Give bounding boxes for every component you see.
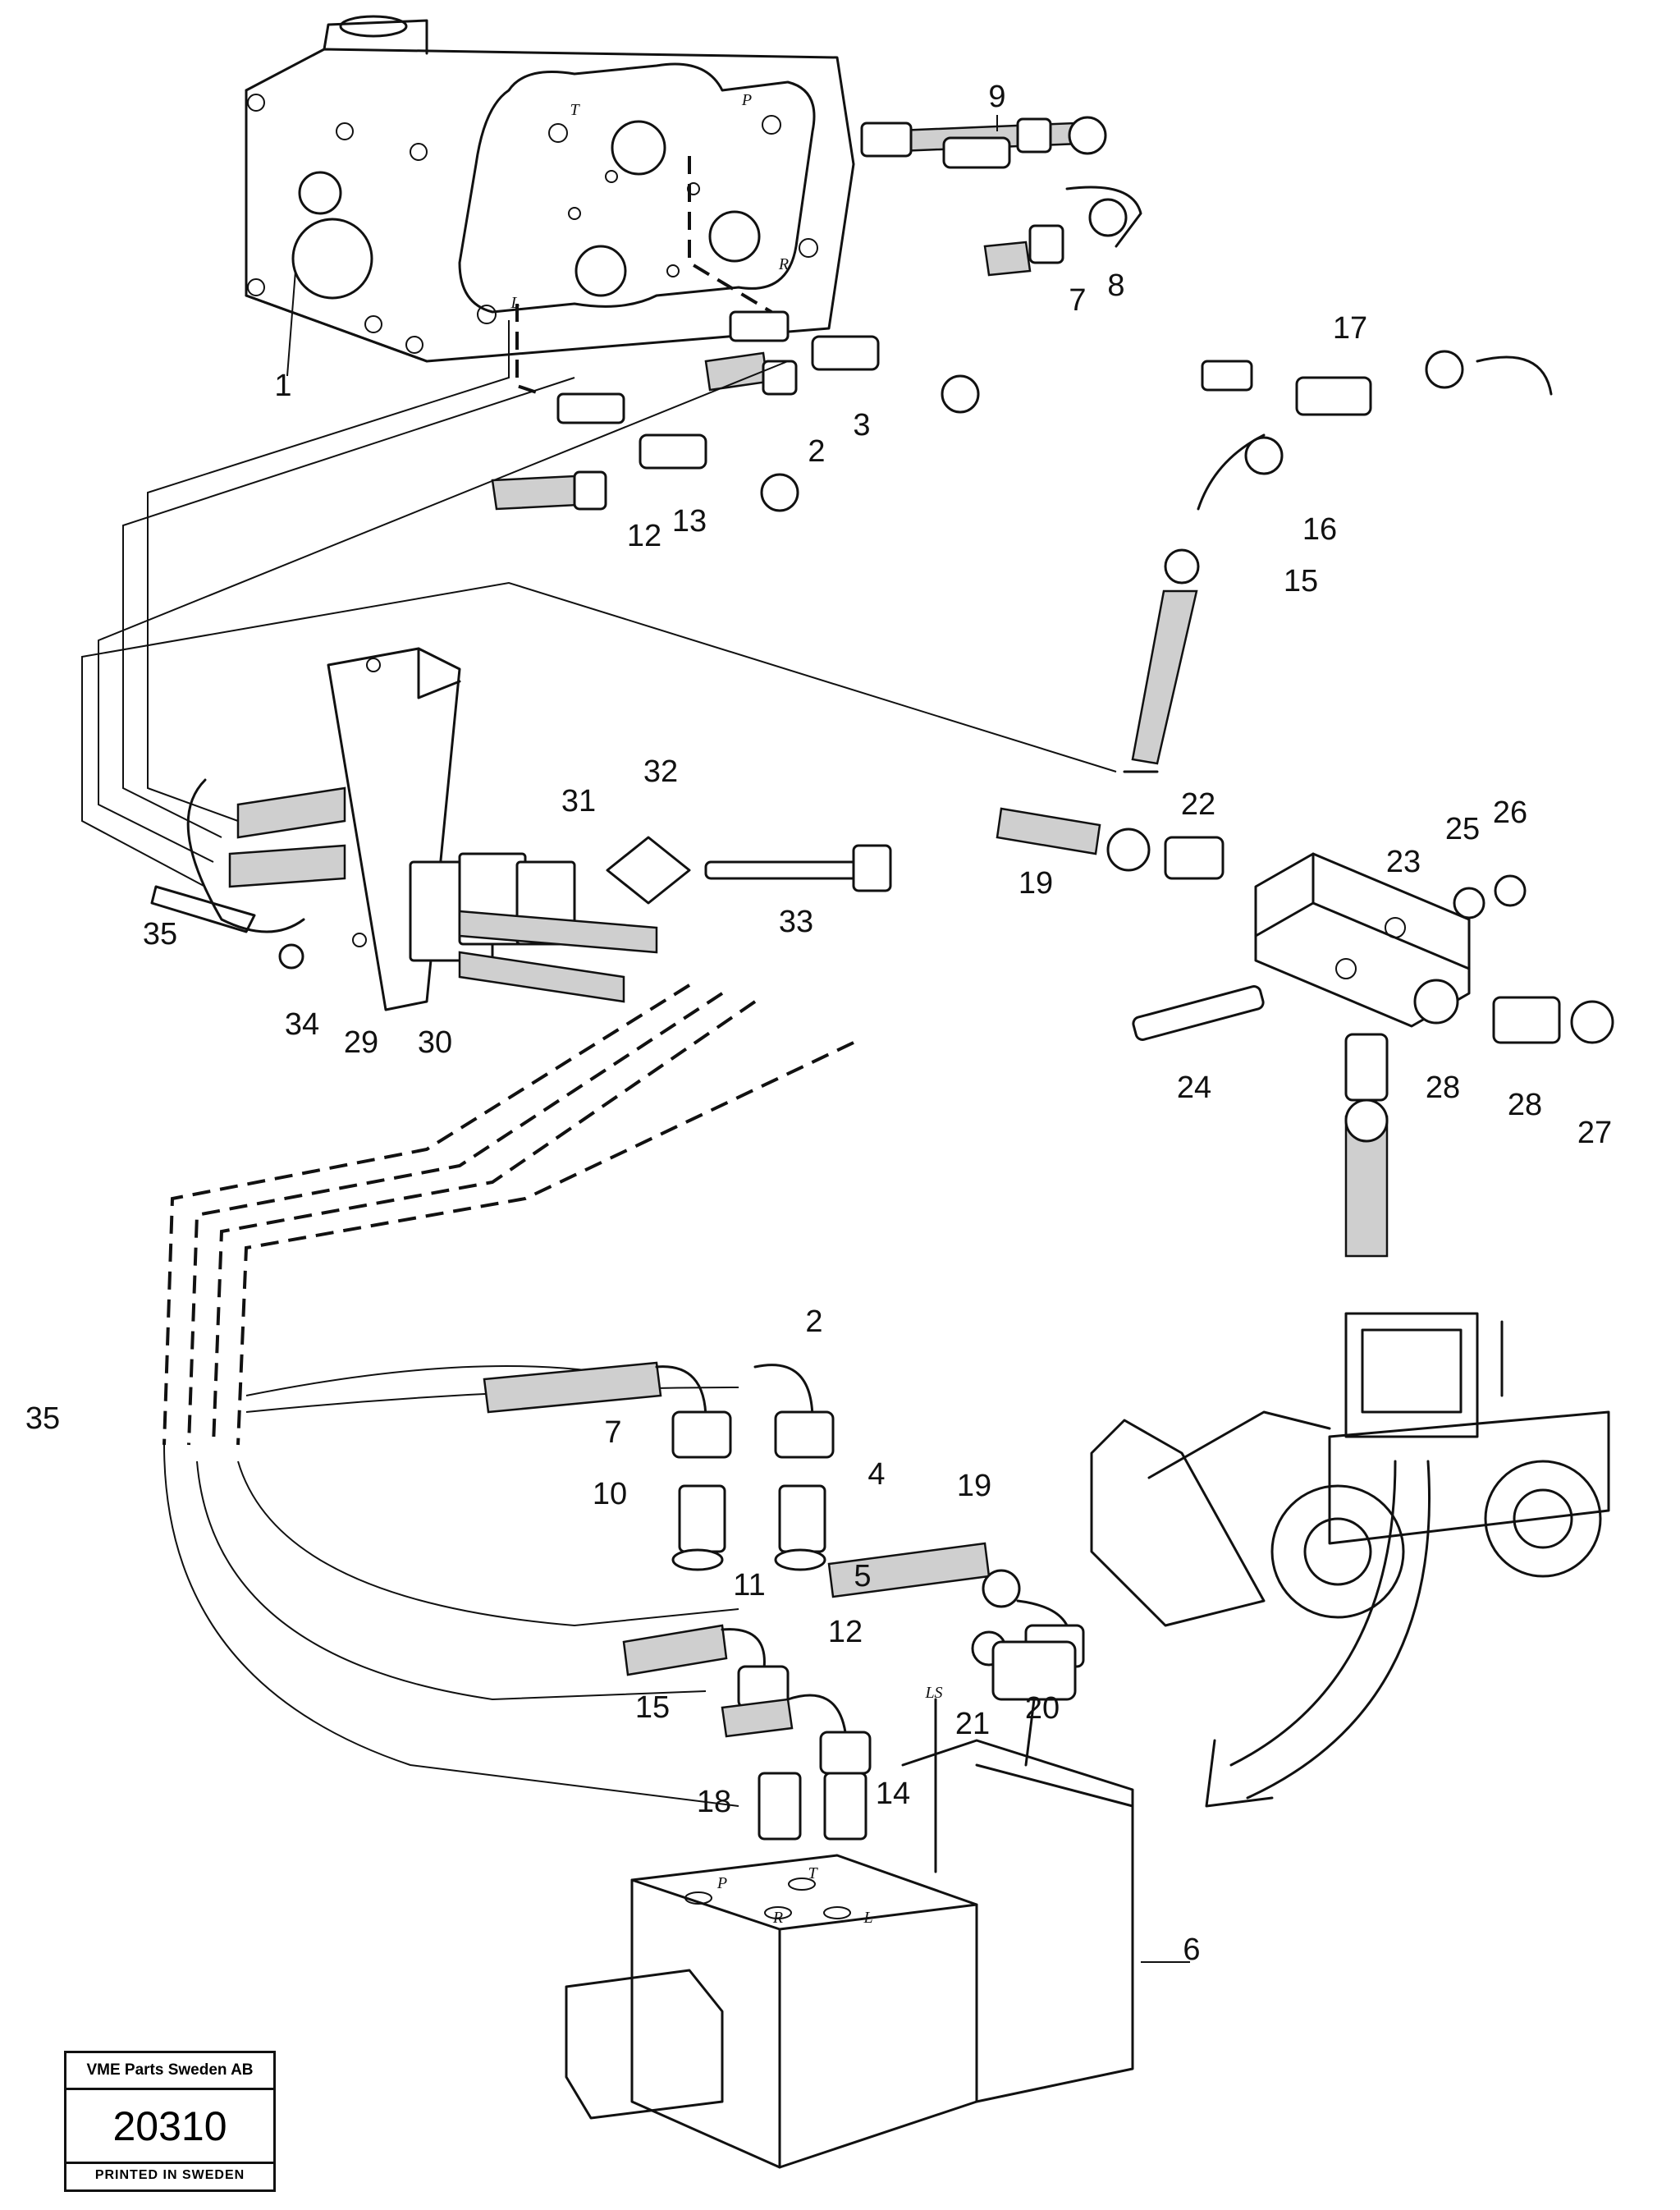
part-label-12: 12 xyxy=(828,1615,863,1649)
part-label-16: 16 xyxy=(1302,512,1337,547)
part-label-29: 29 xyxy=(344,1025,378,1060)
steering-valve xyxy=(245,15,855,363)
part-label-12: 12 xyxy=(627,519,661,553)
part-label-1: 1 xyxy=(274,369,291,403)
part-label-33: 33 xyxy=(779,905,813,939)
stamp-drawing-number: 20310 xyxy=(112,2103,227,2149)
part-label-7: 7 xyxy=(1069,283,1086,318)
distribution-block xyxy=(996,807,1614,1258)
wheel-loader-illustration xyxy=(1090,1312,1610,1808)
part-label-26: 26 xyxy=(1493,796,1527,830)
port-label-block-LS: LS xyxy=(924,1684,942,1702)
hose-bracket-assembly xyxy=(150,647,892,1011)
part-label-24: 24 xyxy=(1177,1071,1211,1105)
stamp-company: VME Parts Sweden AB xyxy=(86,2061,254,2079)
part-label-11: 11 xyxy=(733,1568,765,1602)
leader-lines xyxy=(286,115,1190,1963)
port-label-valve-P: P xyxy=(741,91,752,109)
part-label-25: 25 xyxy=(1445,812,1480,846)
port-label-valve-T: T xyxy=(570,101,580,119)
part-label-13: 13 xyxy=(672,504,707,539)
part-label-18: 18 xyxy=(697,1785,731,1819)
part-label-2: 2 xyxy=(808,434,825,469)
control-block xyxy=(565,1640,1134,2169)
valve-port-fittings xyxy=(491,116,1553,773)
part-label-27: 27 xyxy=(1577,1116,1612,1150)
part-label-5: 5 xyxy=(854,1559,871,1593)
part-label-23: 23 xyxy=(1386,845,1421,879)
part-label-30: 30 xyxy=(418,1025,452,1060)
port-label-block-T: T xyxy=(808,1864,818,1882)
part-label-9: 9 xyxy=(988,80,1005,114)
part-label-19: 19 xyxy=(957,1469,991,1503)
part-label-8: 8 xyxy=(1107,268,1124,303)
part-label-28: 28 xyxy=(1508,1088,1542,1122)
part-label-35: 35 xyxy=(143,917,177,951)
part-label-15: 15 xyxy=(1284,564,1318,598)
part-label-34: 34 xyxy=(285,1007,319,1042)
part-label-20: 20 xyxy=(1025,1691,1060,1726)
part-label-10: 10 xyxy=(593,1477,627,1511)
part-label-31: 31 xyxy=(561,784,596,818)
part-label-4: 4 xyxy=(867,1457,885,1492)
port-label-block-R: R xyxy=(772,1909,783,1927)
part-label-19: 19 xyxy=(1019,866,1053,901)
part-label-2: 2 xyxy=(805,1304,822,1339)
part-label-17: 17 xyxy=(1333,311,1367,346)
part-label-21: 21 xyxy=(955,1707,990,1741)
part-label-3: 3 xyxy=(853,408,870,442)
port-label-block-P: P xyxy=(716,1874,727,1892)
stamp-divider xyxy=(66,2088,273,2090)
lower-fittings xyxy=(483,1361,1085,1841)
port-label-block-L: L xyxy=(863,1909,872,1927)
stamp-divider xyxy=(66,2162,273,2164)
part-label-15: 15 xyxy=(635,1690,670,1725)
part-label-7: 7 xyxy=(604,1415,621,1450)
port-label-valve-L: L xyxy=(510,294,520,312)
part-label-28: 28 xyxy=(1426,1071,1460,1105)
part-label-32: 32 xyxy=(643,754,678,789)
port-label-valve-R: R xyxy=(778,255,789,273)
part-label-14: 14 xyxy=(876,1777,910,1811)
part-label-22: 22 xyxy=(1181,787,1215,822)
title-stamp: VME Parts Sweden AB 20310 PRINTED IN SWE… xyxy=(64,2051,276,2192)
part-label-35: 35 xyxy=(25,1401,60,1436)
hose-routing xyxy=(81,156,1117,1807)
part-label-6: 6 xyxy=(1183,1933,1200,1967)
port-letter-labels: T P R L P T R L LS xyxy=(510,91,942,1927)
stamp-printed-note: PRINTED IN SWEDEN xyxy=(94,2168,245,2182)
